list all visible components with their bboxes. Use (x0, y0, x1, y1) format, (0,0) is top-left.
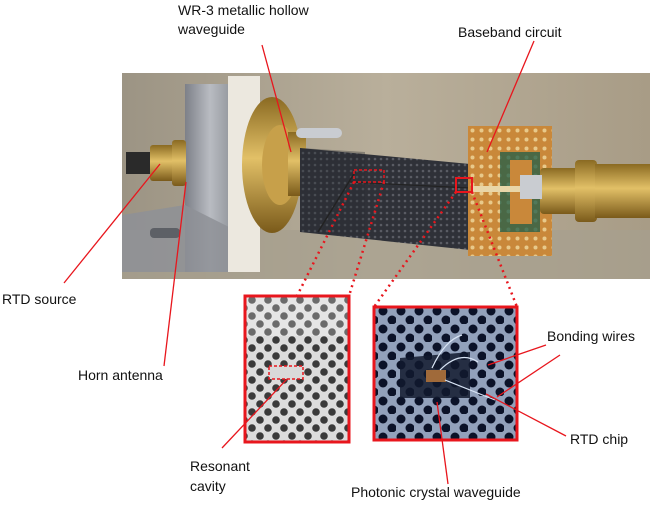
resonant-cavity-label-line1: Resonant (190, 458, 250, 474)
waveguide-label-line1: WR-3 metallic hollow (178, 2, 309, 18)
rtd-chip-inset (372, 305, 519, 442)
resonant-cavity-label-line2: cavity (190, 478, 226, 494)
setup-photo (122, 73, 650, 279)
cavity-marker (353, 169, 385, 183)
rtd-source-connector (126, 152, 156, 174)
horn-antenna-label: Horn antenna (78, 367, 163, 383)
leader-lines (63, 40, 567, 485)
rtd-source-label: RTD source (2, 291, 77, 307)
waveguide-label-line2: waveguide (178, 21, 245, 37)
photonic-crystal-plate (300, 148, 470, 250)
rtd-chip (426, 370, 446, 382)
chip-marker (455, 177, 473, 193)
photonic-crystal-waveguide-label: Photonic crystal waveguide (351, 484, 521, 500)
bonding-wires-label: Bonding wires (547, 328, 635, 344)
baseband-label: Baseband circuit (458, 24, 562, 40)
resonant-cavity-inset (243, 294, 351, 444)
rtd-chip-label: RTD chip (570, 431, 629, 447)
